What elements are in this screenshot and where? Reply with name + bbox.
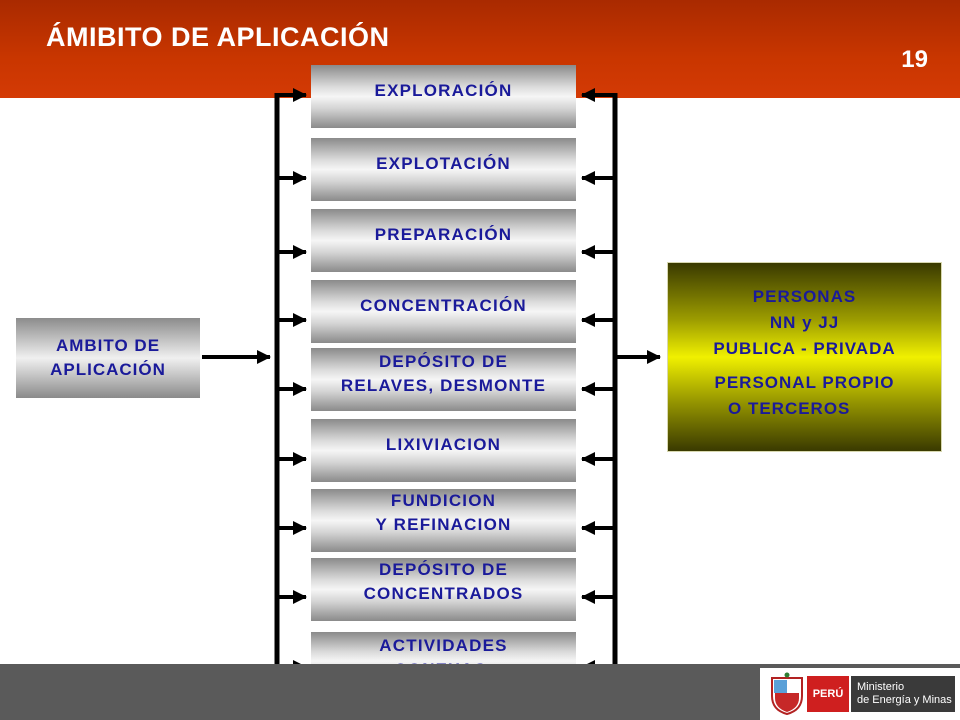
scope-source-box: AMBITO DE APLICACIÓN (16, 318, 200, 398)
ministry-name: Ministerio de Energía y Minas (851, 676, 955, 712)
stage-box-exploracion: EXPLORACIÓN (311, 65, 576, 128)
stage-label: Y REFINACION (375, 515, 512, 534)
stage-label: LIXIVIACION (385, 435, 502, 454)
ministry-line-1: Ministerio (857, 681, 905, 693)
slide-title: ÁMIBITO DE APLICACIÓN (46, 22, 390, 52)
stage-label: DEPÓSITO DE (378, 560, 509, 579)
stage-label: CONCENTRACIÓN (360, 296, 527, 315)
stage-box-explotacion: EXPLOTACIÓN (311, 138, 576, 201)
stage-box-concentracion: CONCENTRACIÓN (311, 280, 576, 343)
subjects-line-3: PUBLICA - PRIVADA (713, 339, 896, 358)
stage-label: DEPÓSITO DE (378, 352, 509, 371)
stage-label: PREPARACIÓN (374, 225, 513, 244)
stage-label: ACTIVIDADES (379, 636, 508, 655)
scope-subjects-box: PERSONAS NN y JJ PUBLICA - PRIVADA PERSO… (667, 262, 942, 452)
scope-source-line-1: AMBITO DE (55, 336, 161, 355)
stage-box-lixiviacion: LIXIVIACION (311, 419, 576, 482)
page-number: 19 (901, 46, 928, 73)
subjects-line-5: O TERCEROS (728, 399, 851, 418)
stage-label: RELAVES, DESMONTE (340, 376, 547, 395)
subjects-line-2: NN y JJ (769, 313, 840, 332)
stage-box-fundicion: FUNDICION Y REFINACION (311, 489, 576, 552)
stage-box-deposito-concentrados: DEPÓSITO DE CONCENTRADOS (311, 558, 576, 621)
stage-box-preparacion: PREPARACIÓN (311, 209, 576, 272)
stage-label: FUNDICION (390, 491, 497, 510)
stage-box-deposito-relaves: DEPÓSITO DE RELAVES, DESMONTE (311, 348, 576, 411)
coat-of-arms-icon (771, 672, 803, 716)
peru-label: PERÚ (807, 676, 849, 712)
subjects-line-1: PERSONAS (752, 287, 857, 306)
ministry-line-2: de Energía y Minas (857, 694, 952, 706)
subjects-line-4: PERSONAL PROPIO (714, 373, 895, 392)
stage-label: EXPLOTACIÓN (376, 154, 511, 173)
stage-label: EXPLORACIÓN (374, 81, 513, 100)
scope-source-line-2: APLICACIÓN (50, 360, 166, 379)
stage-label: CONCENTRADOS (363, 584, 524, 603)
